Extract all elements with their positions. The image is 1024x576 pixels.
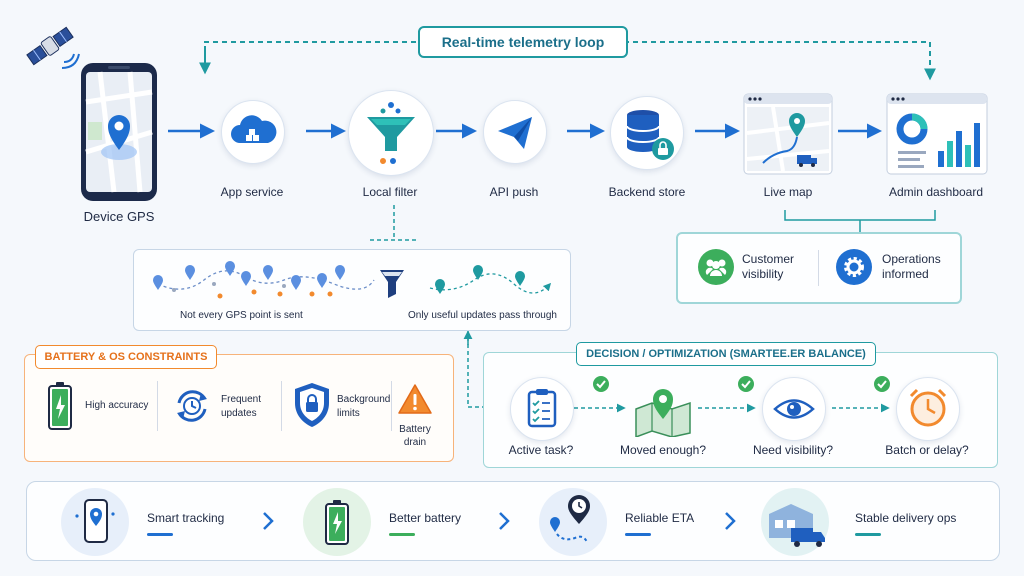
warning-icon	[397, 383, 433, 415]
filter-drop-line	[370, 205, 418, 241]
reliable-eta-underline	[625, 533, 651, 536]
gps-points-illustration	[153, 261, 552, 299]
stable-delivery-ops-underline	[855, 533, 881, 536]
admin-dashboard-node	[886, 93, 988, 175]
phone-gps-icon	[81, 63, 157, 201]
chevron-right-icon	[723, 510, 737, 532]
funnel-icon	[380, 270, 404, 298]
reliable-eta-label: Reliable ETA	[625, 511, 695, 525]
map-window-icon	[743, 93, 833, 175]
need-visibility-label: Need visibility?	[752, 443, 834, 457]
better-battery-item	[303, 488, 371, 556]
background-limits-label: Background limits	[337, 394, 391, 419]
backend-store-label: Backend store	[608, 185, 686, 199]
phone-pin-icon	[75, 499, 115, 543]
local-filter-label: Local filter	[362, 185, 418, 199]
frequent-updates-label: Frequent updates	[221, 394, 262, 419]
smart-tracking-label: Smart tracking	[147, 511, 225, 525]
stable-delivery-ops-label: Stable delivery ops	[855, 511, 957, 525]
smart-tracking-item	[61, 488, 129, 556]
batch-or-delay-step	[896, 377, 960, 441]
battery-charging-icon	[47, 381, 73, 431]
filter-right-caption: Only useful updates pass through	[408, 310, 557, 321]
chevron-right-icon	[497, 510, 511, 532]
check-icons	[593, 376, 890, 392]
decision-connectors	[574, 376, 890, 413]
live-map-label: Live map	[763, 185, 813, 199]
reliable-eta-item	[539, 488, 607, 556]
database-lock-icon	[626, 110, 674, 160]
funnel-icon	[367, 102, 415, 164]
clipboard-check-icon	[527, 389, 557, 428]
active-task-label: Active task?	[508, 443, 574, 457]
device-gps-label: Device GPS	[83, 209, 155, 224]
people-icon	[698, 249, 734, 285]
constraints-title: BATTERY & OS CONSTRAINTS	[35, 345, 217, 369]
battery-icon	[325, 500, 349, 545]
outcome-brace	[784, 210, 936, 232]
local-filter-node	[348, 90, 434, 176]
refresh-clock-icon	[171, 385, 213, 427]
route-clock-icon	[550, 495, 590, 543]
eye-icon	[773, 399, 815, 419]
better-battery-label: Better battery	[389, 511, 462, 525]
clock-icon	[909, 388, 947, 427]
satellite-icon	[22, 22, 80, 74]
chevron-right-icon	[261, 510, 275, 532]
cloud-icon	[231, 115, 277, 143]
app-service-label: App service	[220, 185, 284, 199]
smart-tracking-underline	[147, 533, 173, 536]
filter-panel: Not every GPS point is sent Only useful …	[133, 249, 571, 331]
outcomes-panel: Customer visibility Operations informed	[676, 232, 962, 304]
moved-enough-label: Moved enough?	[619, 443, 707, 457]
active-task-step	[510, 377, 574, 441]
battery-drain-label: Battery drain	[399, 424, 431, 448]
dashboard-window-icon	[886, 93, 988, 175]
api-push-node	[483, 100, 547, 164]
warehouse-truck-icon	[769, 504, 825, 547]
filter-left-caption: Not every GPS point is sent	[180, 310, 303, 321]
moved-enough-step	[630, 379, 696, 439]
backend-store-node	[610, 96, 684, 170]
constraints-panel: BATTERY & OS CONSTRAINTS High accuracy F…	[24, 345, 454, 462]
telemetry-loop-label: Real-time telemetry loop	[418, 26, 628, 58]
benefits-bar: Smart tracking Better battery Reliable E…	[26, 481, 1000, 561]
batch-or-delay-label: Batch or delay?	[885, 443, 969, 457]
paper-plane-icon	[498, 117, 532, 149]
operations-informed-label: Operations informed	[882, 252, 941, 281]
live-map-node	[743, 93, 833, 175]
decision-panel: DECISION / OPTIMIZATION (SMARTEE.ER BALA…	[483, 342, 998, 468]
better-battery-underline	[389, 533, 415, 536]
need-visibility-step	[762, 377, 826, 441]
device-gps-node	[80, 62, 158, 202]
shield-lock-icon	[293, 381, 331, 429]
app-service-node	[221, 100, 285, 164]
admin-dashboard-label: Admin dashboard	[888, 185, 984, 199]
api-push-label: API push	[489, 185, 539, 199]
high-accuracy-label: High accuracy	[85, 400, 149, 411]
gear-icon	[836, 249, 872, 285]
decision-title: DECISION / OPTIMIZATION (SMARTEE.ER BALA…	[576, 342, 876, 366]
stable-delivery-ops-item	[761, 488, 829, 556]
customer-visibility-label: Customer visibility	[742, 252, 795, 281]
map-pin-icon	[635, 389, 691, 439]
